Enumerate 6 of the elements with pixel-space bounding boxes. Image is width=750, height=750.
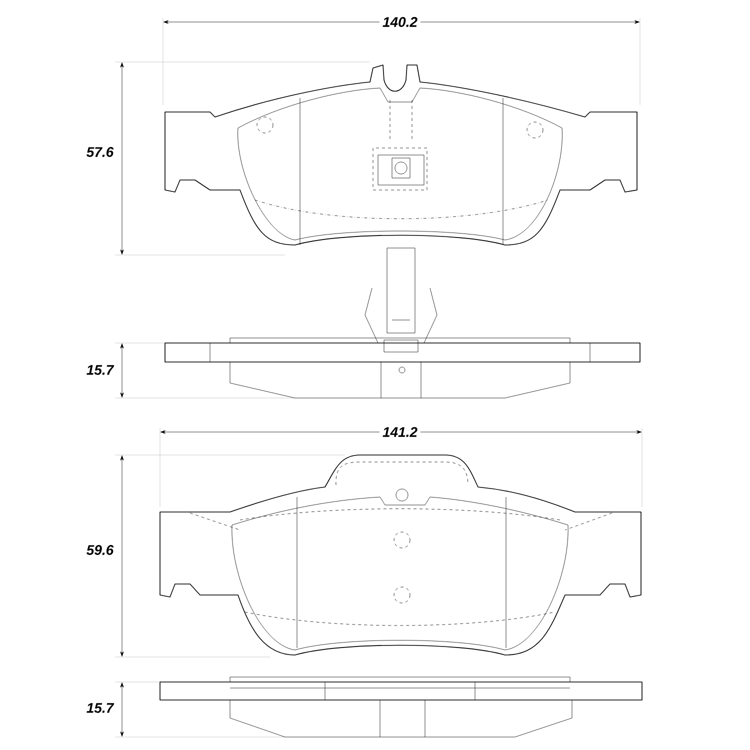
dimension-label: 15.7 xyxy=(83,362,117,378)
dimension-label: 59.6 xyxy=(83,542,117,558)
dimension-label: 57.6 xyxy=(83,144,117,160)
dimension-label: 15.7 xyxy=(83,700,117,716)
dimension-label: 140.2 xyxy=(379,14,421,30)
dimension-label: 141.2 xyxy=(379,424,421,440)
